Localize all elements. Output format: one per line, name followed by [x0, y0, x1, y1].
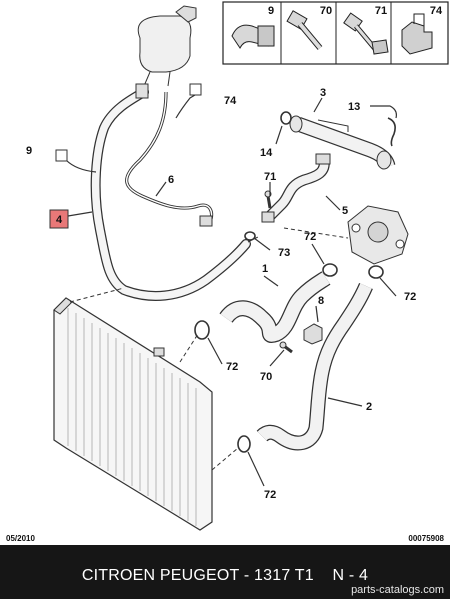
callout-72-d: 72 — [264, 489, 276, 501]
date-code: 05/2010 — [6, 534, 35, 543]
clamp-72-a — [194, 320, 210, 340]
callout-74: 74 — [224, 95, 237, 107]
callout-71: 71 — [264, 171, 276, 183]
pipe-3 — [289, 115, 396, 170]
callout-5: 5 — [342, 205, 348, 217]
parts-diagram: 9 70 71 74 — [6, 1, 449, 543]
legend-bolt-71-icon — [343, 12, 389, 55]
hose-5 — [261, 153, 331, 223]
callout-2: 2 — [366, 401, 372, 413]
clamp-72-c — [368, 265, 384, 279]
callout-72-b: 72 — [304, 231, 316, 243]
expansion-tank-icon — [137, 5, 197, 87]
legend-clip-74-icon — [401, 13, 433, 55]
clamp-14 — [280, 111, 292, 125]
callout-1: 1 — [262, 263, 268, 275]
clip-13-icon — [387, 117, 396, 147]
clamps — [194, 111, 384, 453]
diagram-number: 00075908 — [408, 534, 444, 543]
callout-9: 9 — [26, 145, 32, 157]
callout-3: 3 — [320, 87, 326, 99]
callout-4-highlight: 4 — [49, 209, 69, 229]
legend-bolt-70-icon — [286, 10, 323, 50]
thermostat-housing-icon — [347, 205, 409, 265]
callout-70: 70 — [260, 371, 272, 383]
legend-num-71: 71 — [375, 5, 387, 17]
callout-72-a: 72 — [226, 361, 238, 373]
callout-13: 13 — [348, 101, 360, 113]
clamp-73 — [244, 231, 256, 241]
callout-8: 8 — [318, 295, 324, 307]
callout-boxes — [55, 83, 202, 162]
legend-clip-icon — [231, 24, 275, 49]
clamp-72-b — [322, 263, 338, 277]
bolt-70-icon — [279, 341, 293, 354]
dashed-guides — [69, 227, 349, 471]
footer-bar: CITROEN PEUGEOT - 1317 T1 N - 4 parts-ca… — [0, 545, 450, 599]
legend-box: 9 70 71 74 — [222, 1, 449, 65]
clamp-72-d — [237, 435, 251, 453]
bracket-8-icon — [303, 323, 323, 345]
pipe-6 — [125, 91, 214, 227]
watermark: parts-catalogs.com — [351, 584, 444, 596]
legend-num-70: 70 — [320, 5, 332, 17]
leader-lines — [65, 91, 397, 487]
callout-4: 4 — [56, 214, 63, 226]
hose-4-highlighted — [90, 83, 251, 301]
callout-72-c: 72 — [404, 291, 416, 303]
callout-73: 73 — [278, 247, 290, 259]
callout-6: 6 — [168, 174, 174, 186]
footer-title: CITROEN PEUGEOT - 1317 T1 N - 4 — [81, 567, 369, 584]
callout-14: 14 — [260, 147, 273, 159]
radiator-icon — [53, 297, 213, 531]
hose-2 — [256, 282, 373, 451]
hose-1 — [219, 271, 331, 343]
legend-num-9: 9 — [268, 5, 274, 17]
legend-num-74: 74 — [430, 5, 443, 17]
